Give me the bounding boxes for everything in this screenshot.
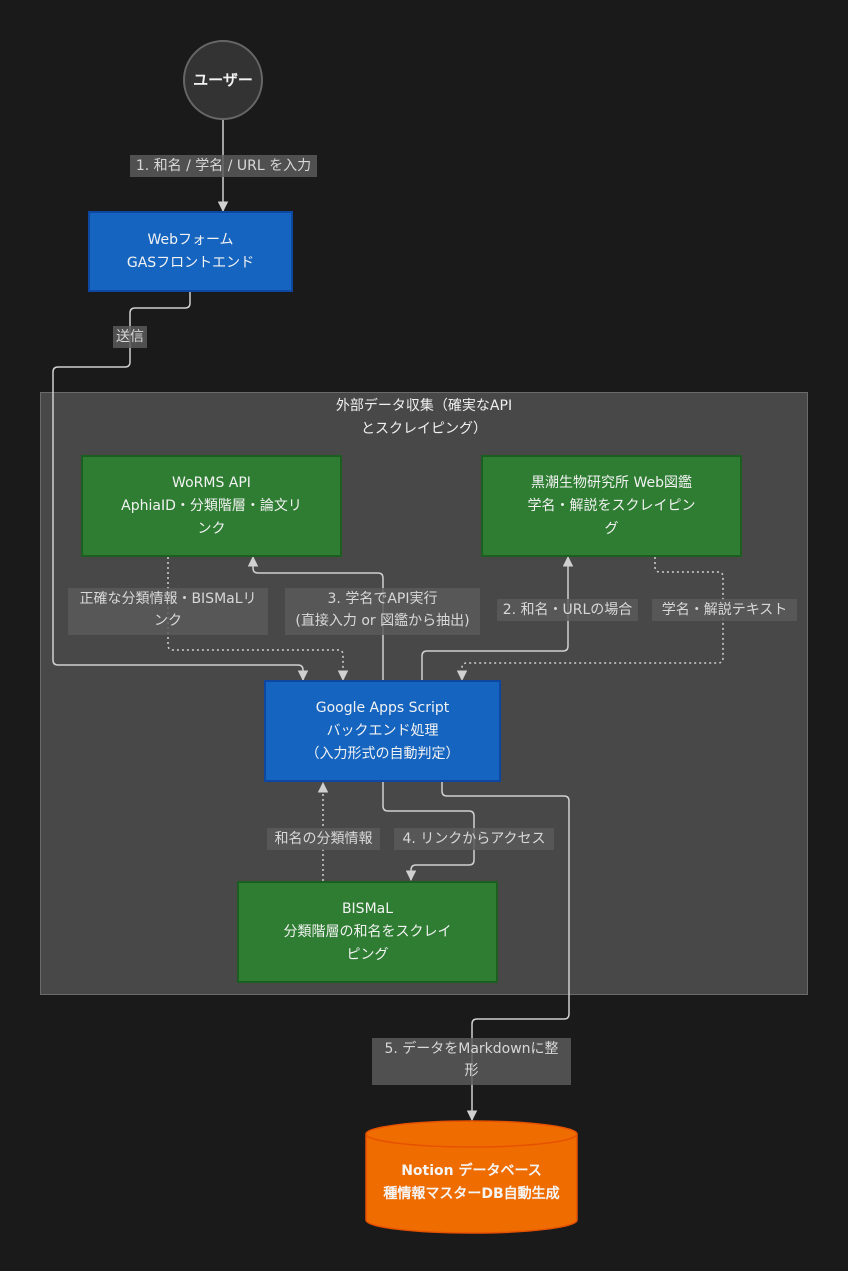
edge-gas-kuroshio <box>421 555 574 681</box>
edge-label-bismal-result-text: 和名の分類情報 <box>274 831 373 847</box>
cluster-title-line-1: 外部データ収集（確実なAPI <box>335 398 513 414</box>
edge-label-worms-result: 正確な分類情報・BISMaLリ ンク <box>68 588 268 635</box>
edge-gas-notion <box>441 782 570 1122</box>
database-cylinder-icon <box>365 1120 578 1234</box>
gas-label-2: バックエンド処理 <box>326 722 439 739</box>
edge-label-wamei-url: 2. 和名・URLの場合 <box>497 599 638 621</box>
edge-label-api-call: 3. 学名でAPI実行 (直接入力 or 図鑑から抽出) <box>285 588 480 635</box>
kuroshio-label-3: グ <box>604 520 619 537</box>
cluster-title: 外部データ収集（確実なAPI とスクレイピング） <box>41 395 807 441</box>
bismal-node[interactable]: BISMaL 分類階層の和名をスクレイ ピング <box>237 881 498 983</box>
bismal-label-1: BISMaL <box>341 900 394 917</box>
edge-label-send-text: 送信 <box>116 329 144 345</box>
kuroshio-label-1: 黒潮生物研究所 Web図鑑 <box>531 474 692 491</box>
edge-webform-gas <box>52 291 309 682</box>
notion-database-node[interactable]: Notion データベース 種情報マスターDB自動生成 <box>365 1120 578 1234</box>
edge-label-markdown: 5. データをMarkdownに整 形 <box>372 1038 571 1085</box>
edge-label-api-call-1: 3. 学名でAPI実行 <box>327 591 438 607</box>
edge-label-markdown-1: 5. データをMarkdownに整 <box>384 1041 559 1057</box>
edge-label-link-access: 4. リンクからアクセス <box>394 828 554 850</box>
kuroshio-label-2: 学名・解説をスクレイピン <box>527 497 696 514</box>
edge-label-worms-result-2: ンク <box>154 613 182 629</box>
edge-label-bismal-result: 和名の分類情報 <box>267 828 380 850</box>
edge-label-kuroshio-result-text: 学名・解説テキスト <box>661 602 788 618</box>
bismal-label-3: ピング <box>346 946 389 963</box>
bismal-label-2: 分類階層の和名をスクレイ <box>283 923 452 940</box>
worms-label-2: AphiaID・分類階層・論文リ <box>121 497 302 514</box>
edge-kuroshio-gas <box>456 557 724 682</box>
edge-label-wamei-url-text: 2. 和名・URLの場合 <box>502 602 633 618</box>
notion-label-2: 種情報マスターDB自動生成 <box>383 1186 560 1202</box>
edge-label-link-access-text: 4. リンクからアクセス <box>402 831 546 847</box>
webform-label-1: Webフォーム <box>147 231 234 248</box>
gas-backend-node[interactable]: Google Apps Script バックエンド処理 （入力形式の自動判定） <box>264 680 501 782</box>
user-node-label: ユーザー <box>193 70 253 89</box>
edge-label-kuroshio-result: 学名・解説テキスト <box>652 599 797 621</box>
notion-label-1: Notion データベース <box>401 1163 542 1179</box>
edge-gas-worms <box>247 555 384 681</box>
worms-label-3: ンク <box>197 520 226 537</box>
edge-label-worms-result-1: 正確な分類情報・BISMaLリ <box>79 591 257 607</box>
edge-label-input-text: 1. 和名 / 学名 / URL を入力 <box>135 158 312 174</box>
edge-label-markdown-2: 形 <box>464 1063 479 1079</box>
gas-label-3: （入力形式の自動判定） <box>305 745 460 762</box>
edge-label-api-call-2: (直接入力 or 図鑑から抽出) <box>295 613 470 629</box>
webform-label-2: GASフロントエンド <box>126 254 255 271</box>
edge-label-input: 1. 和名 / 学名 / URL を入力 <box>130 155 317 177</box>
kuroshio-node[interactable]: 黒潮生物研究所 Web図鑑 学名・解説をスクレイピン グ <box>481 455 742 557</box>
worms-api-node[interactable]: WoRMS API AphiaID・分類階層・論文リ ンク <box>81 455 342 557</box>
gas-label-1: Google Apps Script <box>315 699 450 716</box>
edge-label-send: 送信 <box>113 326 147 348</box>
user-node[interactable]: ユーザー <box>183 40 263 120</box>
worms-label-1: WoRMS API <box>172 474 251 491</box>
webform-node[interactable]: Webフォーム GASフロントエンド <box>88 211 293 292</box>
cluster-title-line-2: とスクレイピング） <box>361 421 487 437</box>
